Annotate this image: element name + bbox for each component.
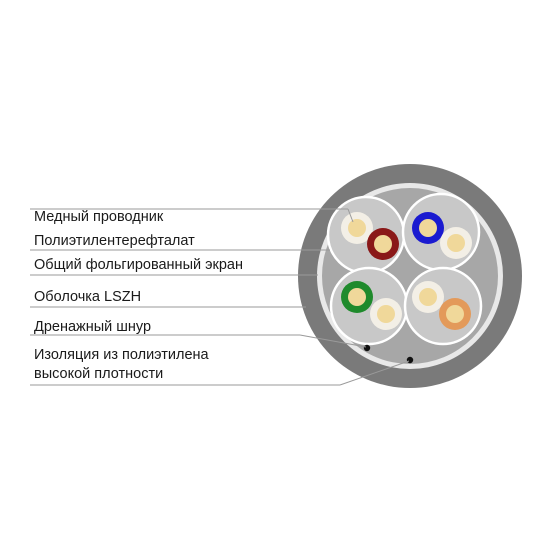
label-hdpe-insulation-line2: высокой плотности (34, 366, 164, 382)
copper-conductor (348, 288, 366, 306)
label-foil-screen: Общий фольгированный экран (34, 257, 243, 273)
copper-conductor (447, 234, 465, 252)
label-lszh-sheath: Оболочка LSZH (34, 289, 142, 305)
copper-conductor (348, 219, 366, 237)
label-copper-conductor: Медный проводник (34, 209, 164, 225)
leader-drain-wire-tip (299, 334, 367, 348)
leader-hdpe-insulation-tip (339, 360, 410, 386)
label-hdpe-insulation-line1: Изоляция из полиэтилена (34, 347, 209, 363)
copper-conductor (374, 235, 392, 253)
label-drain-wire: Дренажный шнур (34, 319, 152, 335)
copper-conductor (419, 219, 437, 237)
drain-wire (406, 356, 414, 364)
leader-copper-conductor-tip (347, 208, 354, 223)
copper-conductor (377, 305, 395, 323)
copper-conductor (419, 288, 437, 306)
leader-lines (30, 208, 410, 386)
label-pet-film: Полиэтилентерефталат (34, 233, 195, 249)
drain-wire (363, 344, 371, 352)
copper-conductor (446, 305, 464, 323)
